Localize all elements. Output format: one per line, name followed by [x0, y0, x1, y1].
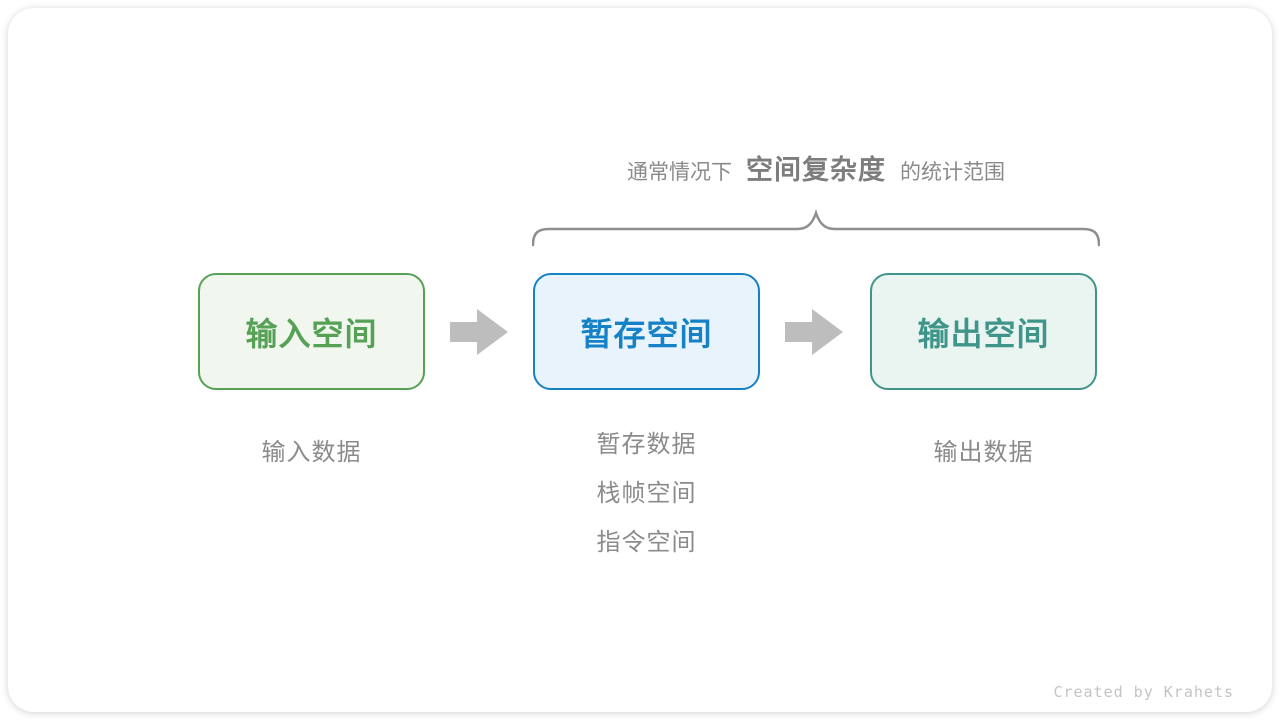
curly-brace-icon	[532, 209, 1100, 247]
input-space-label: 输入空间	[245, 315, 378, 352]
credit-text: Created by Krahets	[1053, 683, 1234, 701]
buffer-annotation-temp-data: 暂存数据	[596, 431, 697, 458]
output-space-label: 输出空间	[917, 315, 1050, 352]
input-data-annotation: 输入数据	[261, 439, 362, 466]
diagram-card: 通常情况下 空间复杂度 的统计范围 输入空间 暂存空间 输出空间 输入数据 暂存…	[8, 8, 1272, 712]
arrow-right-icon	[785, 309, 843, 355]
buffer-space-label: 暂存空间	[580, 315, 713, 352]
caption-suffix: 的统计范围	[900, 161, 1005, 184]
arrow-right-icon	[450, 309, 508, 355]
caption-emphasis: 空间复杂度	[746, 155, 886, 185]
output-space-box: 输出空间	[870, 273, 1097, 390]
output-data-annotation: 输出数据	[933, 439, 1034, 466]
caption-prefix: 通常情况下	[627, 161, 732, 184]
input-space-box: 输入空间	[198, 273, 425, 390]
caption: 通常情况下 空间复杂度 的统计范围	[532, 148, 1100, 190]
buffer-annotation-list: 暂存数据 栈帧空间 指令空间	[533, 420, 760, 567]
buffer-annotation-instruction: 指令空间	[596, 529, 697, 556]
buffer-annotation-stack-frame: 栈帧空间	[596, 480, 697, 507]
buffer-space-box: 暂存空间	[533, 273, 760, 390]
